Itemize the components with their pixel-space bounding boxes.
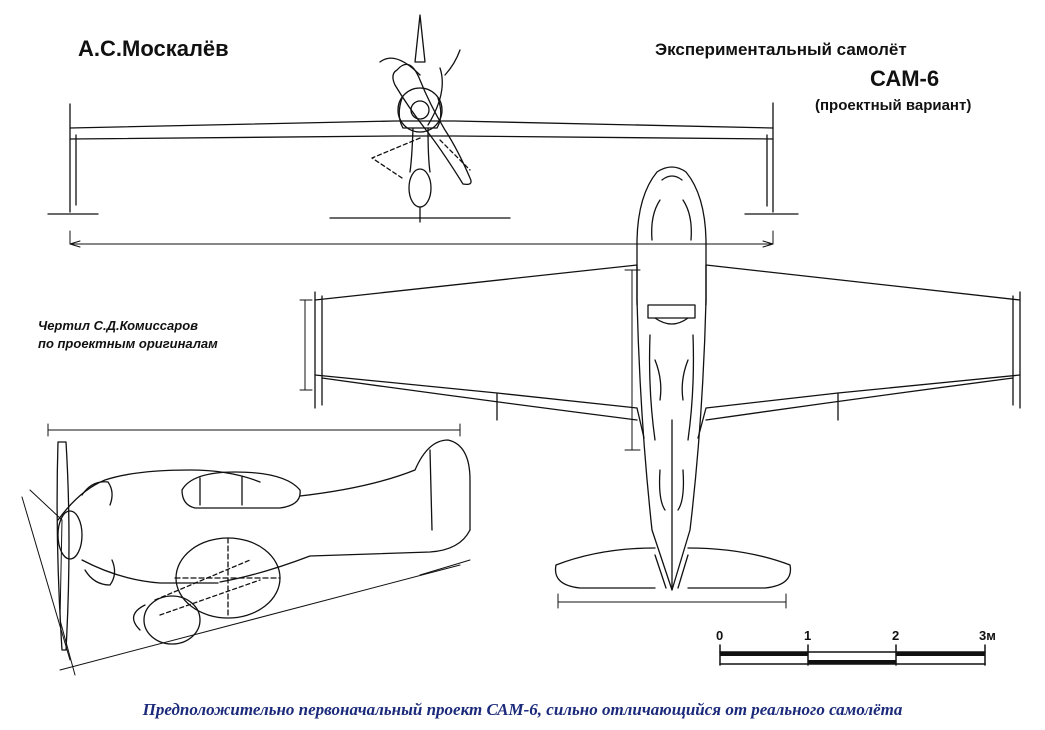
scale-label-3: 3м (979, 628, 996, 643)
scale-segment-1 (720, 652, 808, 656)
scale-segment-2 (808, 660, 896, 664)
side-view (21, 423, 471, 676)
front-view (47, 14, 799, 248)
scale-label-2: 2 (892, 628, 900, 643)
top-view (299, 166, 1021, 609)
author-name: А.С.Москалёв (78, 36, 229, 61)
image-caption: Предположительно первоначальный проект С… (142, 700, 903, 719)
scale-segment-3 (896, 652, 985, 656)
scale-label-1: 1 (804, 628, 812, 643)
drawing-sheet: А.С.Москалёв Экспериментальный самолёт С… (21, 14, 1021, 676)
aircraft-drawing (21, 14, 1021, 676)
scale-label-0: 0 (716, 628, 724, 643)
drawing-title: Экспериментальный самолёт (655, 40, 907, 59)
draftsman-credit: Чертил С.Д.Комиссаров (38, 318, 198, 333)
aircraft-designation: САМ-6 (870, 66, 940, 91)
drawing-subtitle: (проектный вариант) (815, 97, 972, 114)
source-credit: по проектным оригиналам (38, 336, 218, 351)
